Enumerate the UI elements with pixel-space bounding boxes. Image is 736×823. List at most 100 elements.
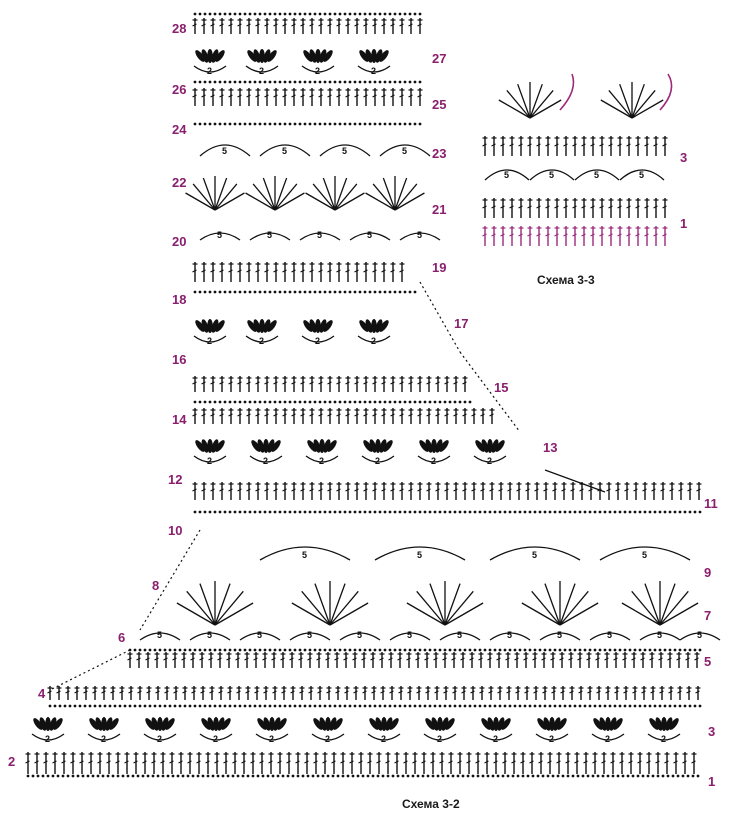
stitch-slash bbox=[246, 269, 251, 273]
chain-dot bbox=[51, 774, 55, 778]
chain-dot bbox=[206, 774, 210, 778]
arch-count-label: 5 bbox=[207, 630, 212, 640]
chain-dot bbox=[633, 704, 637, 708]
chain-arch bbox=[539, 632, 581, 641]
chain-dot bbox=[408, 80, 412, 84]
chain-dot bbox=[243, 704, 247, 708]
puff-petal bbox=[303, 50, 313, 62]
fan-stitch bbox=[334, 183, 358, 211]
chain-dot bbox=[468, 510, 472, 514]
stitch-slash bbox=[518, 233, 523, 237]
chain-dot bbox=[448, 648, 452, 652]
flower-count-label: 2 bbox=[269, 734, 274, 744]
stitch-slash bbox=[572, 233, 577, 237]
chain-dot bbox=[398, 704, 402, 708]
chain-dot bbox=[373, 704, 377, 708]
stitch-slash bbox=[295, 760, 300, 764]
chain-dot bbox=[413, 80, 417, 84]
chain-dot bbox=[258, 648, 262, 652]
chain-dot bbox=[458, 704, 462, 708]
arch-count-label: 5 bbox=[307, 630, 312, 640]
chain-dot bbox=[203, 510, 207, 514]
stitch-slash bbox=[509, 143, 514, 147]
chain-arch bbox=[339, 632, 381, 641]
chain-dot bbox=[283, 122, 287, 126]
chain-dot bbox=[298, 290, 302, 294]
chain-dot bbox=[248, 12, 252, 16]
chain-dot bbox=[146, 774, 150, 778]
stitch-slash bbox=[608, 233, 613, 237]
chain-dot bbox=[523, 704, 527, 708]
chain-dot bbox=[348, 510, 352, 514]
stitch-slash bbox=[318, 488, 323, 492]
chain-dot bbox=[578, 510, 582, 514]
stitch-slash bbox=[300, 488, 305, 492]
chain-dot bbox=[338, 510, 342, 514]
stitch-slash bbox=[524, 690, 529, 694]
stitch-slash bbox=[209, 690, 214, 694]
chain-dot bbox=[543, 648, 547, 652]
chain-dot bbox=[318, 80, 322, 84]
chain-dot bbox=[298, 648, 302, 652]
chain-dot bbox=[493, 510, 497, 514]
chain-dot bbox=[513, 510, 517, 514]
stitch-slash bbox=[453, 488, 458, 492]
row-label-10: 10 bbox=[168, 523, 182, 538]
stitch-slash bbox=[291, 94, 296, 98]
stitch-slash bbox=[520, 760, 525, 764]
stitch-slash bbox=[581, 233, 586, 237]
stitch-slash bbox=[677, 690, 682, 694]
chain-arch bbox=[349, 232, 391, 241]
stitch-slash bbox=[115, 760, 120, 764]
puff-petal bbox=[649, 718, 659, 730]
flower-base-arch bbox=[193, 335, 227, 343]
chain-dot bbox=[283, 12, 287, 16]
chain-dot bbox=[243, 290, 247, 294]
stitch-slash bbox=[479, 690, 484, 694]
caption-scheme-3-2: Схема 3-2 bbox=[402, 797, 460, 811]
stitch-slash bbox=[398, 690, 403, 694]
chain-dot bbox=[198, 80, 202, 84]
stitch-slash bbox=[372, 94, 377, 98]
chain-dot bbox=[623, 704, 627, 708]
stitch-slash bbox=[228, 413, 233, 417]
chain-dot bbox=[328, 122, 332, 126]
puff-petal bbox=[599, 717, 607, 731]
stitch-slash bbox=[200, 690, 205, 694]
chain-dot bbox=[278, 122, 282, 126]
fan-stitch bbox=[621, 602, 661, 626]
flower-base-arch bbox=[87, 733, 121, 741]
chain-dot bbox=[323, 510, 327, 514]
chain-dot bbox=[676, 774, 680, 778]
chain-dot bbox=[463, 400, 467, 404]
chain-dot bbox=[293, 648, 297, 652]
fan-stitch bbox=[252, 183, 276, 211]
flower-base-arch bbox=[31, 733, 65, 741]
chain-dot bbox=[313, 80, 317, 84]
chain-dot bbox=[158, 648, 162, 652]
stitch-slash bbox=[381, 488, 386, 492]
chain-dot bbox=[258, 290, 262, 294]
chain-dot bbox=[218, 122, 222, 126]
puff-petal bbox=[431, 717, 439, 731]
stitch-slash bbox=[644, 205, 649, 209]
chain-dot bbox=[643, 648, 647, 652]
puff-petal bbox=[375, 439, 381, 453]
chain-dot bbox=[338, 80, 342, 84]
chain-dot bbox=[263, 290, 267, 294]
chain-dot bbox=[258, 704, 262, 708]
chain-dot bbox=[693, 704, 697, 708]
chain-dot bbox=[663, 704, 667, 708]
chain-dot bbox=[633, 648, 637, 652]
stitch-slash bbox=[370, 657, 375, 661]
puff-petal bbox=[307, 440, 317, 452]
puff-petal bbox=[221, 718, 231, 730]
stitch-slash bbox=[25, 760, 30, 764]
chain-dot bbox=[343, 400, 347, 404]
puff-petal bbox=[319, 319, 327, 333]
stitch-slash bbox=[425, 690, 430, 694]
chain-dot bbox=[458, 648, 462, 652]
stitch-slash bbox=[572, 143, 577, 147]
chain-dot bbox=[408, 648, 412, 652]
stitch-slash bbox=[426, 381, 431, 385]
